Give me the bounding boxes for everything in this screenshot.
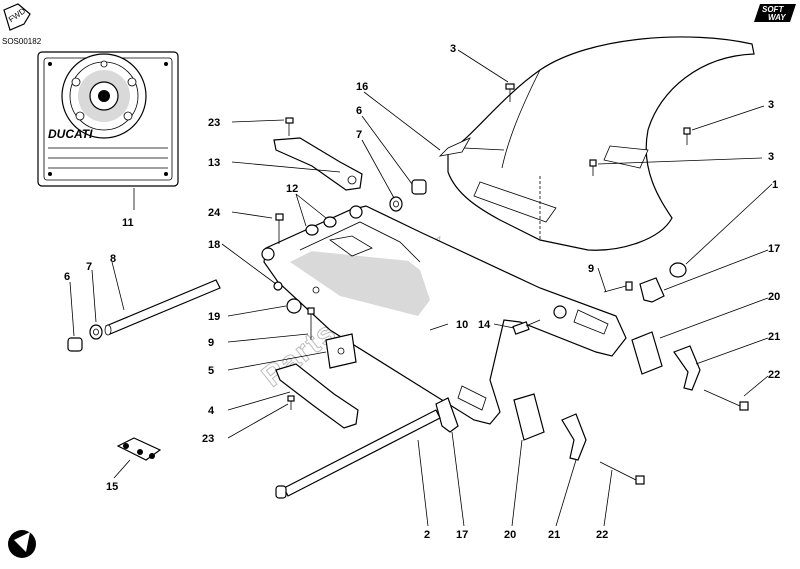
clamp-21-right bbox=[673, 345, 701, 391]
logo-line-2: WAY bbox=[768, 13, 786, 22]
sprocket-inset: DUCATI bbox=[37, 51, 179, 187]
inset-brand-label: DUCATI bbox=[48, 127, 93, 141]
washer-12-a bbox=[305, 224, 319, 236]
plate-5 bbox=[325, 333, 357, 369]
callout-9-left: 9 bbox=[208, 337, 214, 349]
callout-7-top: 7 bbox=[356, 129, 362, 141]
callout-17-bottom: 17 bbox=[456, 529, 468, 541]
bolt-9-left bbox=[307, 307, 315, 340]
brand-mark-icon bbox=[8, 530, 36, 558]
bolt-22-lower bbox=[599, 461, 645, 485]
callout-3-mid: 3 bbox=[768, 151, 774, 163]
callout-13: 13 bbox=[208, 157, 220, 169]
bolt-24 bbox=[275, 213, 284, 244]
adjuster-14 bbox=[512, 319, 541, 335]
bolt-22-right bbox=[703, 389, 749, 411]
callout-21-right: 21 bbox=[768, 331, 780, 343]
callout-7-left: 7 bbox=[86, 261, 92, 273]
callout-18: 18 bbox=[208, 239, 220, 251]
bushing-6-top bbox=[411, 179, 427, 195]
chain-slider-13 bbox=[273, 117, 363, 191]
block-20-right bbox=[631, 331, 663, 375]
callout-21-bottom: 21 bbox=[548, 529, 560, 541]
callout-5: 5 bbox=[208, 365, 214, 377]
callout-20-bottom: 20 bbox=[504, 529, 516, 541]
callout-8: 8 bbox=[110, 253, 116, 265]
callout-14: 14 bbox=[478, 319, 491, 331]
callout-22-right: 22 bbox=[768, 369, 780, 381]
screw-3-right bbox=[683, 127, 691, 145]
callout-2: 2 bbox=[424, 529, 430, 541]
wheel-axle-2 bbox=[275, 409, 441, 499]
fwd-arrow-badge: FWD bbox=[3, 3, 31, 31]
callout-1: 1 bbox=[772, 179, 778, 191]
callout-24: 24 bbox=[208, 207, 221, 219]
callout-3-right: 3 bbox=[768, 99, 774, 111]
callout-19: 19 bbox=[208, 311, 220, 323]
callout-9-right: 9 bbox=[588, 263, 594, 275]
pivot-pin-8 bbox=[104, 279, 221, 336]
callout-3-top: 3 bbox=[450, 43, 456, 55]
callout-6-top: 6 bbox=[356, 105, 362, 117]
bolt-9-right bbox=[603, 281, 633, 293]
diagram-code: SOS00182 bbox=[2, 37, 42, 46]
logo-line-1: SOFT bbox=[762, 5, 784, 14]
chain-slider-4 bbox=[275, 363, 359, 429]
callout-23-top: 23 bbox=[208, 117, 220, 129]
callout-20-right: 20 bbox=[768, 291, 780, 303]
chain-guard-mudguard bbox=[438, 36, 755, 251]
bracket-17-lower bbox=[435, 397, 459, 433]
softway-logo: SOFT WAY bbox=[754, 4, 796, 22]
screw-3-mid bbox=[589, 159, 597, 176]
callout-15: 15 bbox=[106, 481, 118, 493]
callout-10: 10 bbox=[456, 319, 468, 331]
bracket-17-right bbox=[639, 277, 665, 303]
cap-6-left bbox=[67, 337, 83, 352]
swingarm bbox=[261, 205, 627, 425]
callout-12: 12 bbox=[286, 183, 298, 195]
leader-lines bbox=[69, 49, 773, 527]
bushing-19 bbox=[286, 298, 302, 314]
bushing-1 bbox=[669, 262, 687, 278]
block-20-lower bbox=[513, 393, 545, 441]
callout-4: 4 bbox=[208, 405, 215, 417]
washer-12-b bbox=[323, 216, 337, 228]
chain-link-15 bbox=[116, 437, 162, 461]
callout-16: 16 bbox=[356, 81, 368, 93]
callout-17-right: 17 bbox=[768, 243, 780, 255]
screw-23-lower bbox=[287, 395, 295, 410]
bushing-right bbox=[553, 305, 567, 319]
callout-labels: 1 2 3 3 3 4 5 6 6 7 7 8 9 9 10 11 12 13 … bbox=[64, 43, 780, 541]
washer-7-top bbox=[389, 196, 403, 212]
callout-11: 11 bbox=[122, 217, 134, 229]
callout-23-bottom: 23 bbox=[202, 433, 214, 445]
callout-6-left: 6 bbox=[64, 271, 70, 283]
screw-3-top bbox=[505, 83, 515, 102]
callout-22-bottom: 22 bbox=[596, 529, 608, 541]
clamp-21-lower bbox=[561, 413, 587, 461]
